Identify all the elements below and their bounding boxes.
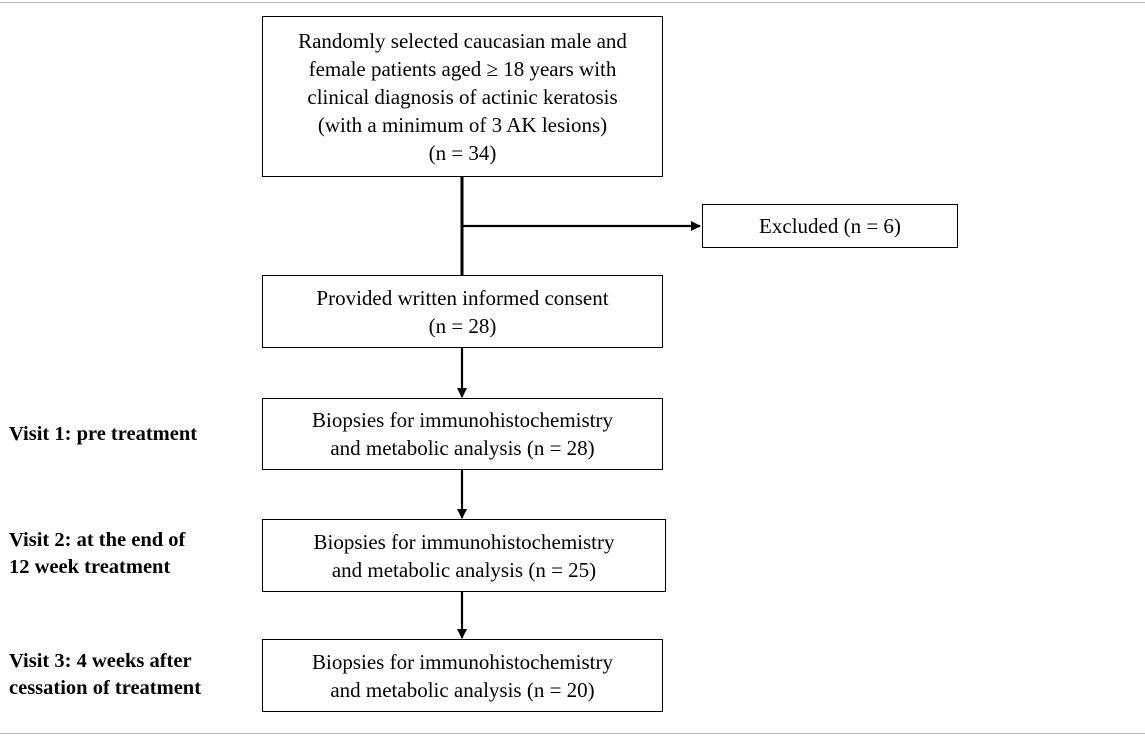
visit-3-box-line: Biopsies for immunohistochemistry (312, 649, 613, 674)
excluded-label: Excluded (n = 6) (759, 214, 901, 238)
visit-3-label-line: cessation of treatment (9, 677, 202, 699)
excluded-box: Excluded (n = 6) (702, 204, 958, 248)
visit-1-box-line: Biopsies for immunohistochemistry (312, 408, 613, 432)
visit-1-label-line: Visit 1: pre treatment (9, 423, 198, 445)
visit-2-label: Visit 2: at the end of 12 week treatment (9, 527, 185, 581)
visit-3-box: Biopsies for immunohistochemistry and me… (262, 639, 663, 712)
visit-1-box-line: and metabolic analysis (n = 28) (330, 436, 595, 460)
visit-2-box-line: and metabolic analysis (n = 25) (331, 557, 597, 582)
bottom-rule (0, 733, 1145, 734)
visit-2-label-line: Visit 2: at the end of (9, 529, 186, 551)
visit-2-label-line: 12 week treatment (9, 556, 171, 578)
consent-box: Provided written informed consent (n = 2… (262, 275, 663, 348)
enrollment-box: Randomly selected caucasian male and fem… (262, 16, 663, 177)
enrollment-line: clinical diagnosis of actinic keratosis (307, 84, 618, 109)
visit-2-box: Biopsies for immunohistochemistry and me… (262, 519, 666, 592)
visit-3-label-line: Visit 3: 4 weeks after (9, 650, 192, 672)
enrollment-line: female patients aged ≥ 18 years with (308, 56, 617, 81)
visit-3-box-line: and metabolic analysis (n = 20) (330, 677, 595, 702)
consent-count: (n = 28) (428, 313, 497, 338)
visit-1-label: Visit 1: pre treatment (9, 421, 197, 448)
enrollment-line: Randomly selected caucasian male and (298, 28, 627, 53)
visit-1-box: Biopsies for immunohistochemistry and me… (262, 398, 663, 470)
enrollment-count: (n = 34) (428, 140, 497, 165)
enrollment-line: (with a minimum of 3 AK lesions) (317, 112, 608, 137)
top-rule (0, 2, 1145, 3)
visit-2-box-line: Biopsies for immunohistochemistry (313, 529, 615, 554)
visit-3-label: Visit 3: 4 weeks after cessation of trea… (9, 648, 201, 702)
consent-label: Provided written informed consent (316, 285, 609, 310)
